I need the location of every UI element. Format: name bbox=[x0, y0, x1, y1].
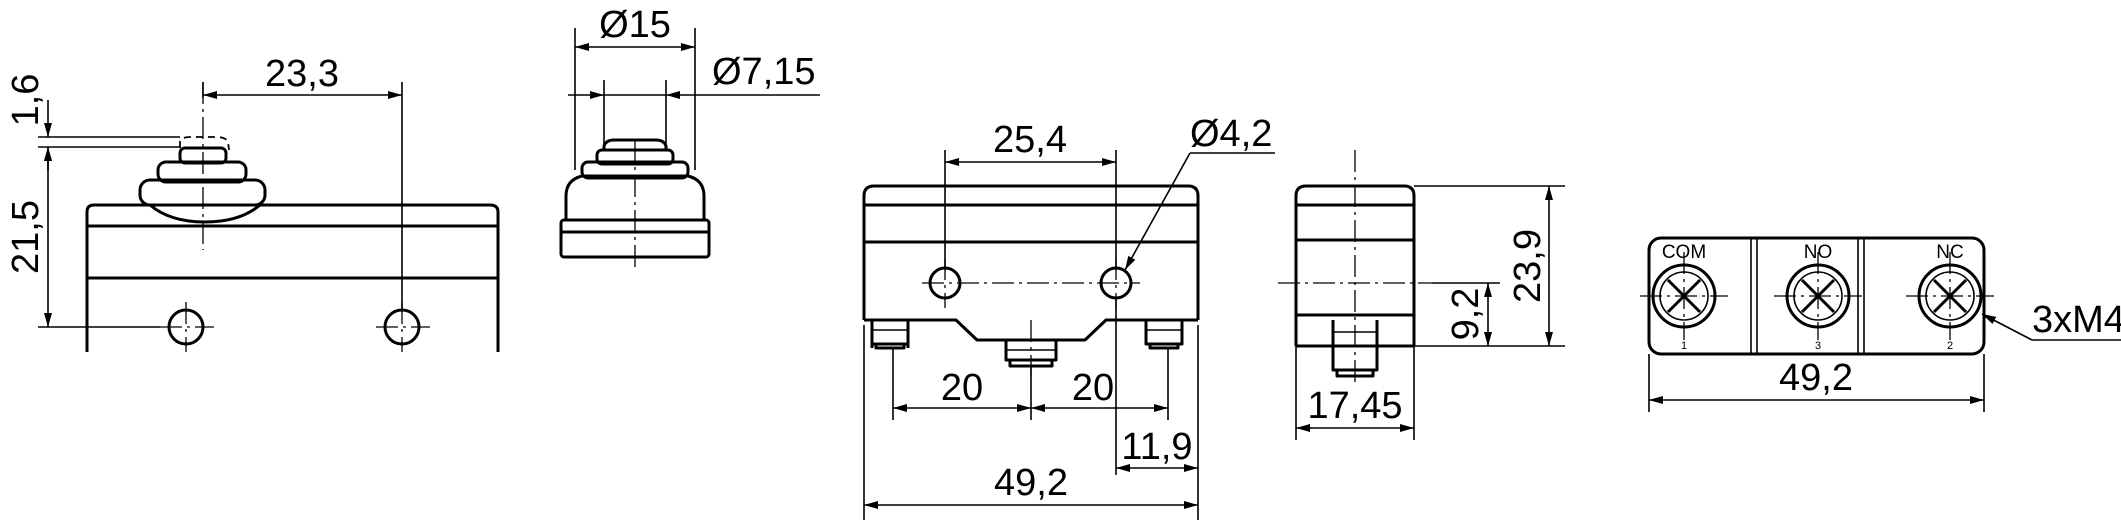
dim-terminal-left: 20 bbox=[941, 367, 983, 409]
dim-terminal-right: 20 bbox=[1072, 367, 1114, 409]
dim-bottom-width: 49,2 bbox=[1779, 357, 1853, 399]
dim-end-height: 23,9 bbox=[1507, 229, 1549, 303]
dim-plunger-outer: Ø15 bbox=[599, 4, 671, 46]
dim-side-width: 23,3 bbox=[265, 53, 339, 95]
plunger-view: Ø15 Ø7,15 bbox=[559, 4, 820, 270]
dim-hole-diameter: Ø4,2 bbox=[1190, 113, 1272, 155]
dim-plunger-inner: Ø7,15 bbox=[712, 51, 816, 93]
dim-hole-spacing: 25,4 bbox=[993, 119, 1067, 161]
terminal-nc-label: NC bbox=[1936, 242, 1963, 263]
terminal-nc-number: 2 bbox=[1947, 340, 1953, 352]
terminal-com-label: COM bbox=[1662, 242, 1706, 263]
terminal-no-number: 3 bbox=[1815, 340, 1821, 352]
terminal-no-label: NO bbox=[1804, 242, 1833, 263]
terminal-nc: NC 2 bbox=[1906, 242, 1994, 352]
bottom-view: COM 1 NO 3 NC 2 3xM4 bbox=[1640, 236, 2121, 412]
terminal-no: NO 3 bbox=[1774, 242, 1862, 352]
dim-end-hole-height: 9,2 bbox=[1445, 288, 1487, 341]
terminal-com-number: 1 bbox=[1681, 340, 1687, 352]
end-view: 23,9 9,2 17,45 bbox=[1278, 150, 1565, 440]
dim-side-overtravel: 1,6 bbox=[5, 74, 47, 127]
terminal-com: COM 1 bbox=[1640, 242, 1728, 352]
side-view: 23,3 21,5 1,6 bbox=[5, 53, 500, 352]
front-view: 25,4 Ø4,2 20 20 11,9 49,2 bbox=[862, 113, 1275, 520]
dim-thread: 3xM4 bbox=[2032, 299, 2121, 341]
dim-front-width: 49,2 bbox=[994, 462, 1068, 504]
dim-end-depth: 17,45 bbox=[1307, 385, 1402, 427]
dim-side-height: 21,5 bbox=[5, 200, 47, 274]
dim-terminal-offset: 11,9 bbox=[1121, 426, 1192, 468]
